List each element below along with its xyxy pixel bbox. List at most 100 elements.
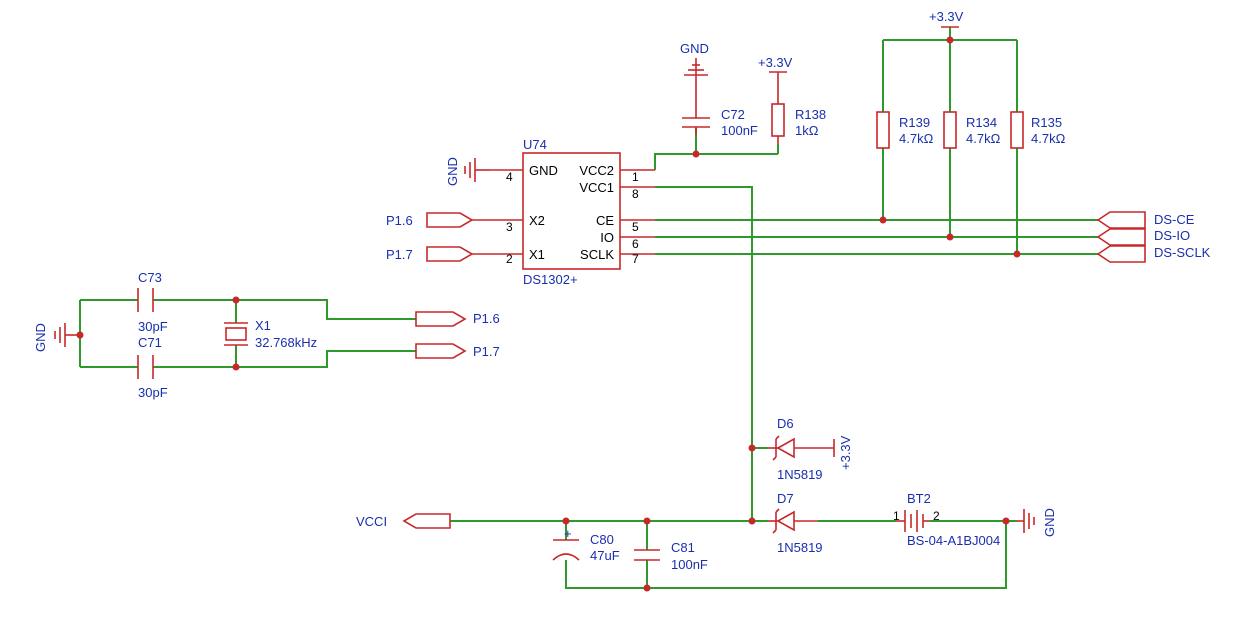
junction-dot (1013, 250, 1021, 258)
r134-ref: R134 (966, 115, 997, 130)
x1-ref: X1 (255, 318, 271, 333)
x1-value: 32.768kHz (255, 335, 317, 350)
gnd-symbol-u74: GND (445, 157, 490, 186)
c80-value: 47uF (590, 548, 620, 563)
d7-ref: D7 (777, 491, 794, 506)
pin-num-ce: 5 (632, 220, 639, 234)
junction-dot (1002, 517, 1010, 525)
resistor-r138: R138 1kΩ (771, 72, 826, 144)
pin-num-x2: 3 (506, 220, 513, 234)
d7-value: 1N5819 (777, 540, 823, 555)
junction-dot (748, 444, 756, 452)
c81-ref: C81 (671, 540, 695, 555)
vcc-symbol-d6: +3.3V (833, 435, 853, 470)
pin-num-x1: 2 (506, 252, 513, 266)
ic-u74: U74 DS1302+ GND X2 X1 VCC2 VCC1 CE IO SC… (490, 137, 655, 287)
port-p17-ic: P1.7 (386, 246, 490, 262)
gnd-label: GND (1042, 508, 1057, 537)
c80-polarity: + (564, 526, 572, 541)
gnd-symbol-c72: GND (680, 41, 709, 76)
resistor-r135: R135 4.7kΩ (1010, 111, 1066, 149)
capacitor-c81: C81 100nF (634, 540, 708, 572)
ic-ref: U74 (523, 137, 547, 152)
wires (79, 27, 1098, 589)
pin-num-vcc2: 1 (632, 170, 639, 184)
bt2-value: BS-04-A1BJ004 (907, 533, 1000, 548)
c81-value: 100nF (671, 557, 708, 572)
gnd-label: GND (445, 157, 460, 186)
port-p16-ic: P1.6 (386, 212, 490, 228)
gnd-symbol-battery: GND (1017, 508, 1057, 537)
bt2-ref: BT2 (907, 491, 931, 506)
crystal-x1: X1 32.768kHz (224, 318, 317, 350)
c72-ref: C72 (721, 107, 745, 122)
pin-name-vcc2: VCC2 (579, 163, 614, 178)
port-ds-io: DS-IO (1096, 228, 1190, 246)
port-p17-crystal: P1.7 (415, 343, 500, 359)
pin-name-x2: X2 (529, 213, 545, 228)
r138-value: 1kΩ (795, 123, 819, 138)
vcc-symbol-r138: +3.3V (758, 55, 793, 73)
c72-value: 100nF (721, 123, 758, 138)
port-label: DS-SCLK (1154, 245, 1211, 260)
pin-name-x1: X1 (529, 247, 545, 262)
junction-dot (946, 233, 954, 241)
r135-value: 4.7kΩ (1031, 131, 1066, 146)
vcc-symbol-pullup: +3.3V (929, 9, 964, 28)
pin-name-sclk: SCLK (580, 247, 614, 262)
pin-num-vcc1: 8 (632, 187, 639, 201)
c71-ref: C71 (138, 335, 162, 350)
c80-ref: C80 (590, 532, 614, 547)
r139-value: 4.7kΩ (899, 131, 934, 146)
c73-ref: C73 (138, 270, 162, 285)
battery-bt2: 1 2 BT2 BS-04-A1BJ004 (893, 491, 1000, 548)
pin-name-vcc1: VCC1 (579, 180, 614, 195)
port-vcci: VCCI (356, 513, 451, 529)
port-ds-sclk: DS-SCLK (1096, 245, 1211, 263)
port-label: DS-IO (1154, 228, 1190, 243)
port-p16-crystal: P1.6 (415, 311, 500, 327)
bt2-pin2: 2 (933, 509, 940, 523)
c73-value: 30pF (138, 319, 168, 334)
pin-name-io: IO (600, 230, 614, 245)
junction-dot (643, 584, 651, 592)
junction-dot (748, 517, 756, 525)
junction-dot (643, 517, 651, 525)
junction-dot (562, 517, 570, 525)
port-label: VCCI (356, 514, 387, 529)
v33-label: +3.3V (758, 55, 793, 70)
capacitor-c80: + C80 47uF (552, 526, 620, 563)
port-ds-ce: DS-CE (1096, 211, 1195, 229)
capacitor-c73: C73 30pF (137, 270, 168, 334)
port-label: P1.7 (473, 344, 500, 359)
gnd-label: GND (33, 323, 48, 352)
pin-name-ce: CE (596, 213, 614, 228)
diode-d6: D6 1N5819 (768, 416, 834, 482)
junction-dot (232, 363, 240, 371)
capacitor-c71: C71 30pF (137, 335, 168, 400)
bt2-pin1: 1 (893, 509, 900, 523)
gnd-label: GND (680, 41, 709, 56)
r135-ref: R135 (1031, 115, 1062, 130)
v33-label: +3.3V (838, 435, 853, 470)
diode-d7: D7 1N5819 (768, 491, 823, 555)
ic-part: DS1302+ (523, 272, 578, 287)
r134-value: 4.7kΩ (966, 131, 1001, 146)
capacitor-c72: C72 100nF (682, 75, 758, 138)
pin-num-sclk: 7 (632, 252, 639, 266)
pin-num-gnd: 4 (506, 170, 513, 184)
port-label: DS-CE (1154, 212, 1195, 227)
r139-ref: R139 (899, 115, 930, 130)
junctions (76, 36, 1021, 592)
d6-value: 1N5819 (777, 467, 823, 482)
junction-dot (879, 216, 887, 224)
pin-num-io: 6 (632, 237, 639, 251)
junction-dot (692, 150, 700, 158)
junction-dot (232, 296, 240, 304)
junction-dot (946, 36, 954, 44)
d6-ref: D6 (777, 416, 794, 431)
c71-value: 30pF (138, 385, 168, 400)
port-label: P1.6 (386, 213, 413, 228)
port-label: P1.7 (386, 247, 413, 262)
